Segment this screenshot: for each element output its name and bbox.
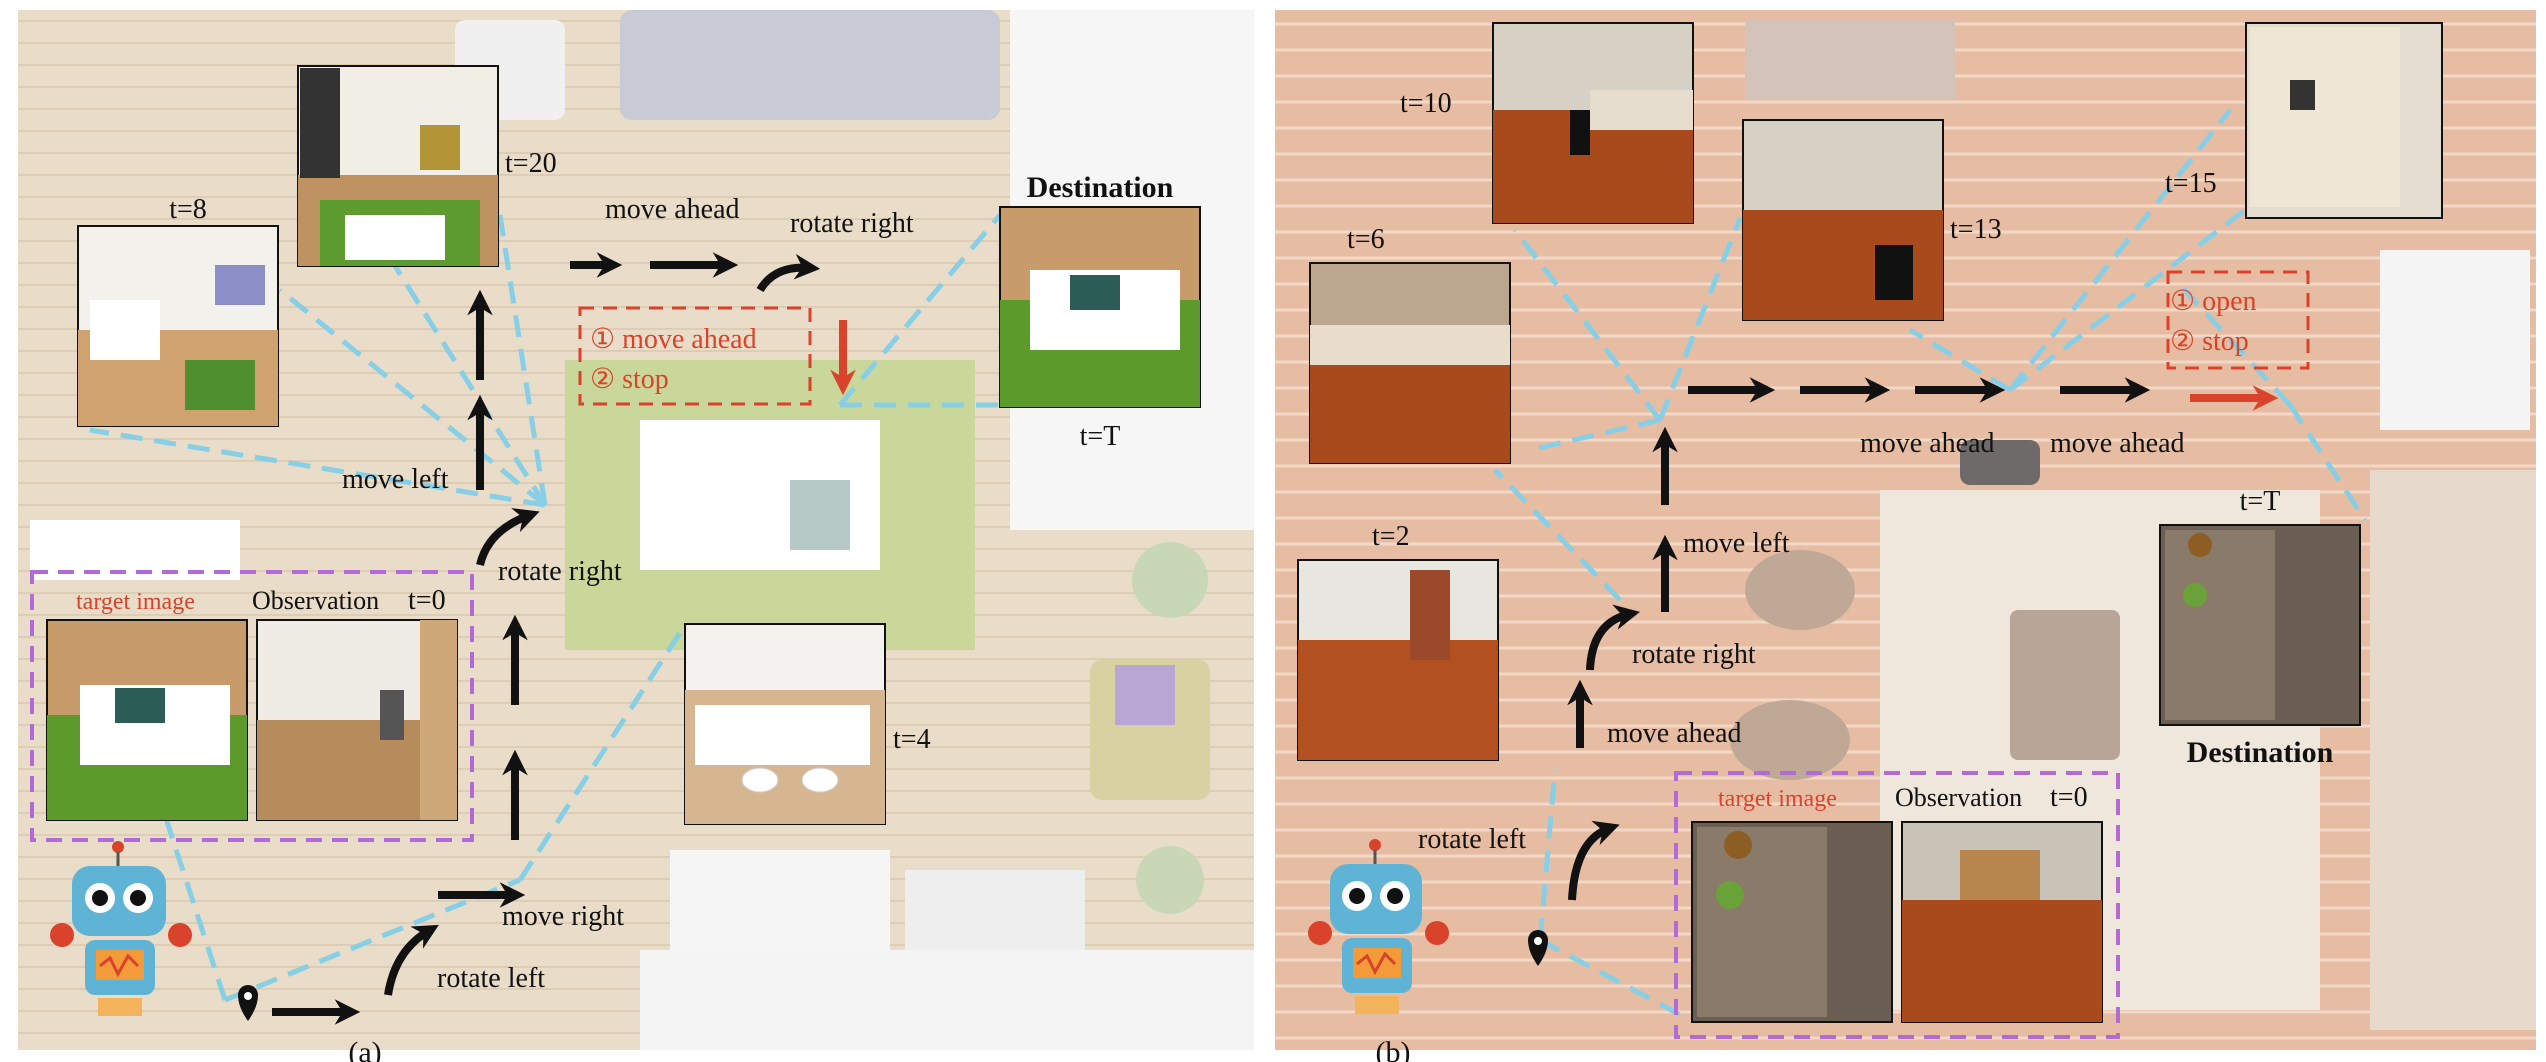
observation-label: Observation: [1895, 783, 2022, 812]
timestep-label: t=0: [2050, 782, 2088, 813]
cushion-icon: [1115, 665, 1175, 725]
sink-icon: [2010, 610, 2120, 760]
panel-b: t=10 t=6 t=13 t=15 t=2 t=T Destination t…: [1275, 10, 2536, 1062]
chair-icon: [1745, 550, 1855, 630]
stovetop-icon: [1745, 20, 1955, 100]
destination-label: Destination: [1027, 171, 1174, 204]
final-action-label: ① open: [2170, 286, 2257, 317]
timestep-label: t=T: [2240, 486, 2281, 517]
thumb-t13: [1742, 119, 1944, 321]
thumb-t15: [2245, 22, 2443, 219]
thumb-t4: [684, 623, 886, 825]
action-arrows-b: [1567, 377, 2151, 901]
thumb-target-a: [46, 619, 248, 821]
observation-label: Observation: [252, 586, 379, 615]
cabinet-area: [2370, 470, 2536, 1030]
final-action-label: ② stop: [2170, 326, 2249, 357]
action-label: move left: [1683, 528, 1790, 559]
stove-icon: [905, 870, 1085, 950]
action-label: move ahead: [605, 194, 740, 225]
action-label: move left: [342, 464, 449, 495]
robot-icon: [50, 841, 192, 1016]
target-image-label: target image: [1718, 786, 1837, 812]
timestep-label: t=15: [2165, 168, 2217, 199]
thumb-t2: [1297, 559, 1499, 761]
start-pin-icon: [238, 985, 258, 1021]
timestep-label: t=10: [1400, 88, 1452, 119]
chair-icon: [1730, 700, 1850, 780]
plant-icon: [1132, 542, 1208, 618]
panel-caption: (b): [1376, 1036, 1411, 1062]
final-action-box-b: [2166, 270, 2310, 370]
thumb-dest-a: [999, 206, 1201, 408]
thumb-t6: [1309, 262, 1511, 464]
action-label: rotate right: [498, 556, 622, 587]
action-label: rotate right: [1632, 639, 1756, 670]
action-label: move ahead: [1860, 428, 1995, 459]
action-label: move ahead: [2050, 428, 2185, 459]
thumb-target-b: [1691, 821, 1893, 1023]
panel-caption: (a): [348, 1036, 381, 1062]
action-label: move ahead: [1607, 718, 1742, 749]
panel-divider: [1256, 0, 1274, 1062]
start-pin-icon: [1528, 930, 1548, 966]
target-image-label: target image: [76, 589, 195, 615]
wall-area: [640, 950, 1254, 1050]
timestep-label: t=0: [408, 585, 446, 616]
action-arrows-a: [272, 252, 821, 1025]
timestep-label: t=8: [169, 194, 207, 225]
thumb-dest-b: [2159, 524, 2361, 726]
target-box-a: [30, 570, 474, 842]
timestep-label: t=T: [1080, 421, 1121, 452]
final-action-box-a: [578, 306, 812, 406]
tray-icon: [790, 480, 850, 550]
fridge-top-icon: [2380, 250, 2530, 430]
action-label: move right: [502, 901, 624, 932]
timestep-label: t=13: [1950, 214, 2002, 245]
action-label: rotate left: [437, 963, 545, 994]
timestep-label: t=4: [893, 724, 931, 755]
appliance-icon: [1960, 440, 2040, 485]
robot-icon: [1308, 839, 1449, 1014]
timestep-label: t=2: [1372, 521, 1410, 552]
final-action-label: ① move ahead: [590, 324, 757, 355]
thumb-t10: [1492, 22, 1694, 224]
thumb-t20: [297, 65, 499, 267]
timestep-label: t=20: [505, 148, 557, 179]
action-label: rotate right: [790, 208, 914, 239]
timestep-label: t=6: [1347, 224, 1385, 255]
thumb-observation-a: [256, 619, 458, 821]
plant-icon: [1136, 846, 1204, 914]
final-action-label: ② stop: [590, 364, 669, 395]
panel-a: t=8 t=20 t=4 t=T Destination target imag…: [18, 10, 1254, 1062]
sofa-icon: [620, 10, 1000, 120]
destination-label: Destination: [2187, 736, 2334, 769]
action-label: rotate left: [1418, 824, 1526, 855]
thumb-observation-b: [1901, 821, 2103, 1023]
target-box-b: [1674, 771, 2120, 1039]
thumb-t8: [77, 225, 279, 427]
